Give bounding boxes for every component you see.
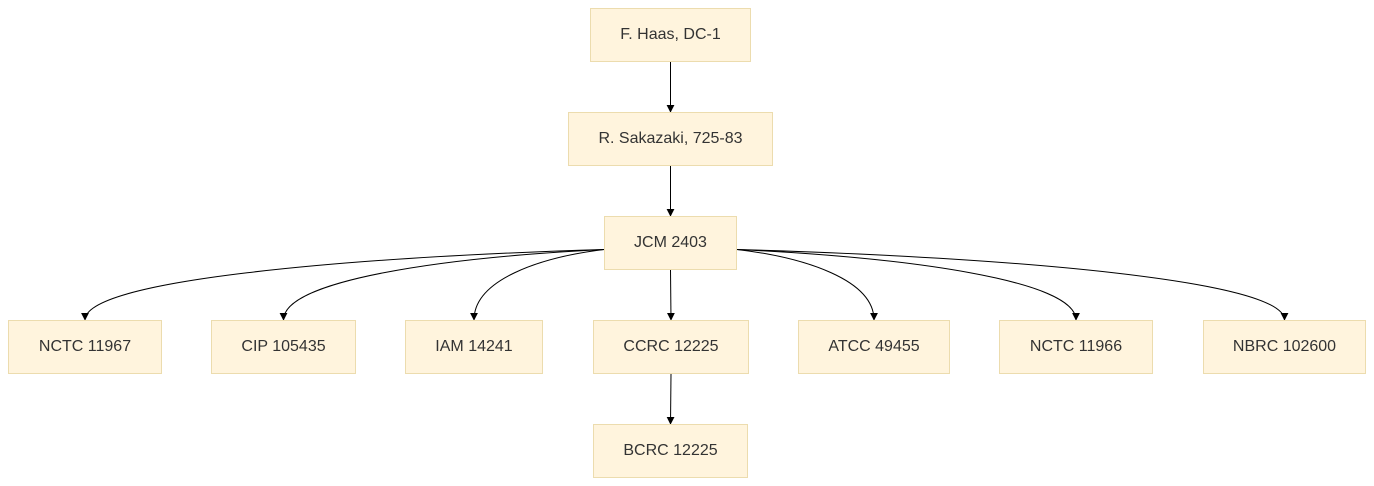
- edge-jcm-to-cip: [279, 248, 605, 321]
- node-cip-105435: CIP 105435: [211, 320, 356, 374]
- node-nctc-11967: NCTC 11967: [8, 320, 162, 374]
- node-atcc-49455: ATCC 49455: [798, 320, 950, 374]
- node-nbrc-102600: NBRC 102600: [1203, 320, 1366, 374]
- node-bcrc-12225: BCRC 12225: [593, 424, 748, 478]
- node-f-haas-dc-1: F. Haas, DC-1: [590, 8, 751, 62]
- edge-jcm-to-nctc11967: [81, 248, 605, 321]
- edge-ccrc-to-bcrc: [666, 373, 675, 425]
- node-jcm-2403: JCM 2403: [604, 216, 737, 270]
- node-r-sakazaki-725-83: R. Sakazaki, 725-83: [568, 112, 773, 166]
- edge-jcm-to-ccrc: [666, 269, 675, 321]
- node-iam-14241: IAM 14241: [405, 320, 543, 374]
- edge-jcm-to-nbrc: [736, 248, 1289, 321]
- edge-jcm-to-atcc: [736, 248, 878, 321]
- edge-jcm-to-iam: [470, 248, 605, 321]
- node-ccrc-12225: CCRC 12225: [593, 320, 749, 374]
- edge-jcm-to-nctc11966: [736, 248, 1080, 321]
- node-nctc-11966: NCTC 11966: [999, 320, 1153, 374]
